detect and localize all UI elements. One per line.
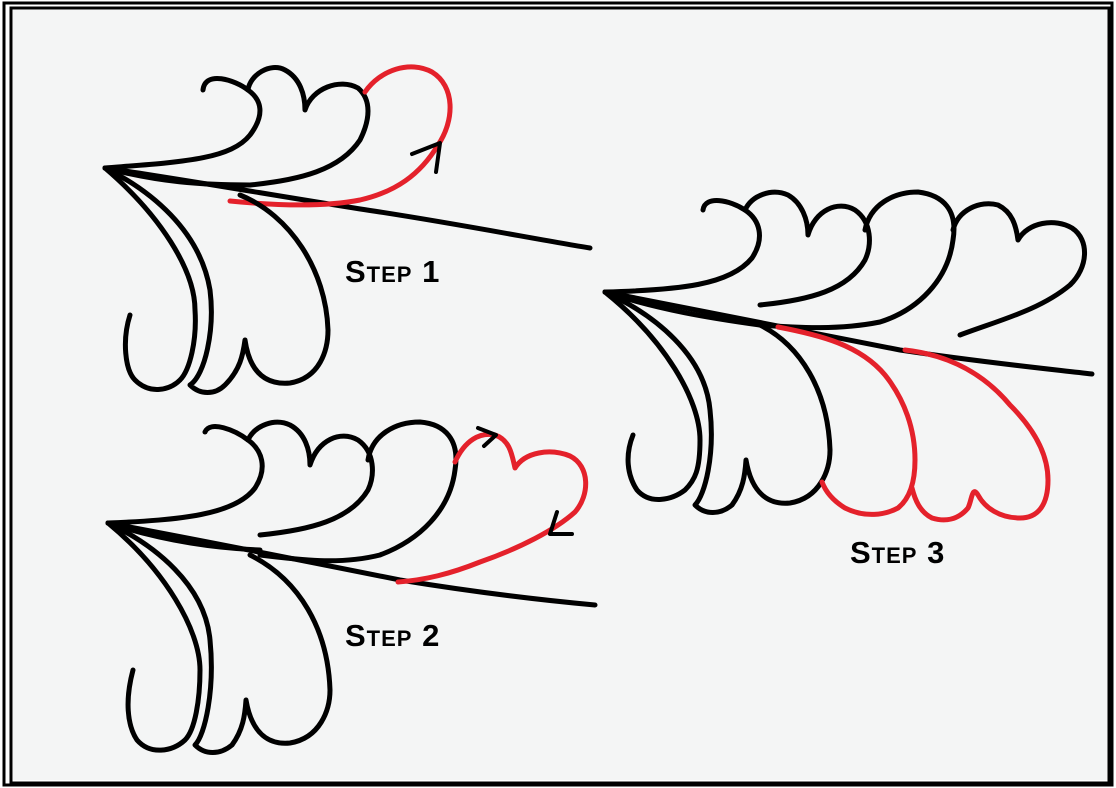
feather-3-plume-upper-5: [602, 289, 763, 328]
feather-1-new-plume: [227, 64, 453, 208]
feather-1-plume-upper-2: [245, 65, 371, 188]
feather-3-new-plume-1: [775, 324, 918, 517]
feather-2-plume-upper-1: [105, 424, 265, 526]
feather-2-plume-lower-2: [105, 520, 333, 755]
step-2-label-text: Step 2: [345, 618, 441, 653]
feather-1-plume-lower-2: [102, 165, 331, 395]
diagram-background: [13, 10, 1108, 780]
feather-3-plume-lower-2: [602, 289, 833, 515]
feather-1-plume-upper-3: [102, 165, 253, 188]
step-2-label: Step 2: [345, 620, 440, 651]
feather-step-1: [102, 64, 593, 395]
feather-3-plume-upper-2: [742, 189, 872, 308]
feather-2-plume-upper-3: [257, 419, 459, 564]
feather-3-plume-lower-1: [602, 289, 703, 502]
step-1-label-text: Step 1: [345, 254, 441, 289]
feather-2-plume-upper-4: [105, 520, 263, 553]
step-1-label: Step 1: [345, 256, 440, 287]
step-3-label: Step 3: [850, 537, 945, 568]
feather-3-new-plume-2: [902, 347, 1051, 523]
feather-1-plume-lower-1: [102, 165, 198, 392]
feather-3-plume-upper-4: [950, 201, 1087, 338]
step-3-label-text: Step 3: [850, 535, 946, 570]
feather-step-2: [105, 419, 598, 755]
inner-border: [9, 6, 1111, 785]
feather-1-arrow: [410, 141, 442, 174]
feather-3-plume-upper-1: [602, 198, 762, 295]
feather-3-plume-upper-3: [757, 189, 957, 331]
feather-1-plume-upper-1: [102, 75, 263, 171]
feather-3-spine: [602, 289, 1095, 377]
feather-2-spine: [105, 520, 598, 608]
feather-2-plume-upper-2: [245, 419, 375, 538]
feather-step-3: [602, 189, 1095, 523]
feather-2-plume-lower-1: [105, 520, 203, 753]
feather-2-arrow-top: [476, 426, 498, 448]
feather-2-arrow-bottom: [548, 510, 574, 536]
